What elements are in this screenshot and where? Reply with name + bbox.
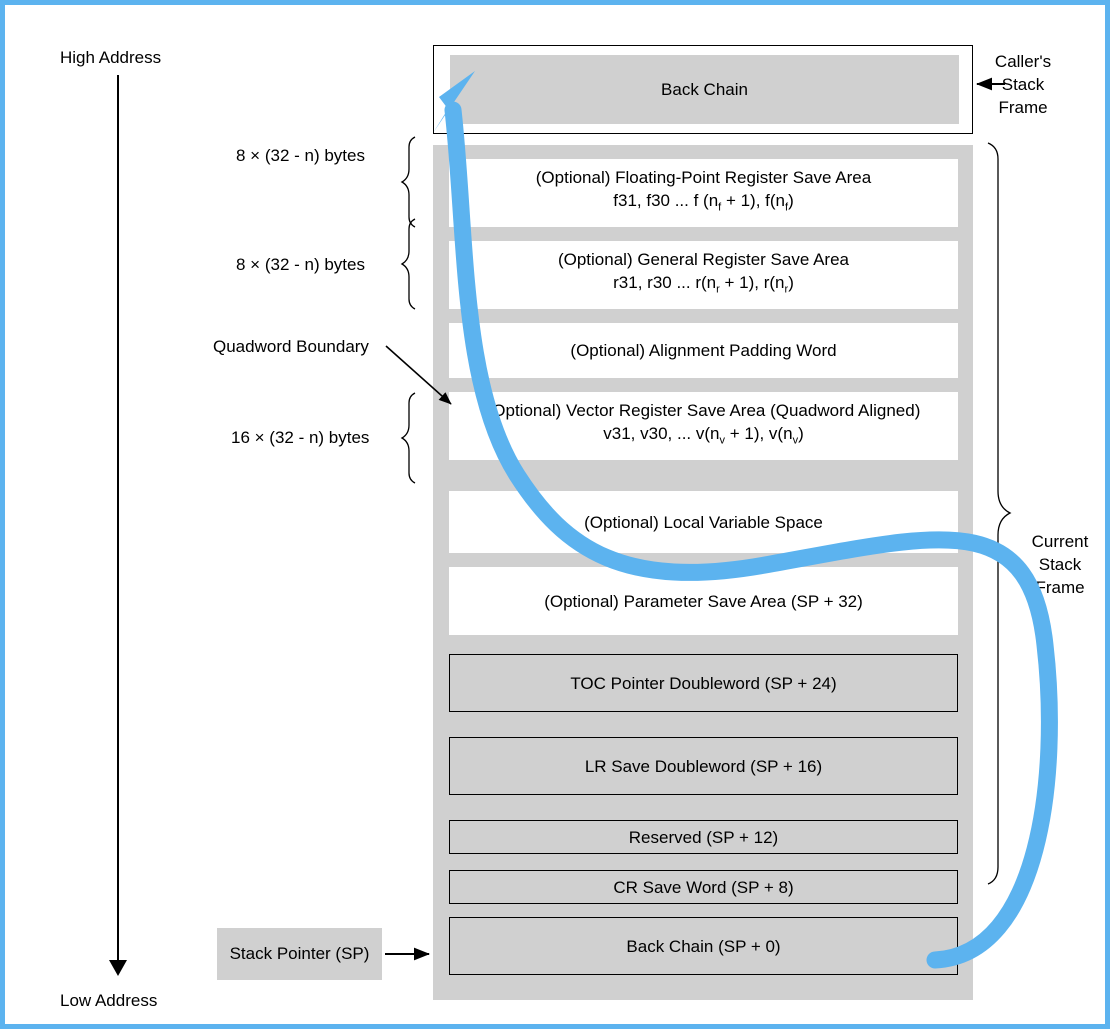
address-axis-line [117, 75, 119, 965]
slot-lr-save-doubleword: LR Save Doubleword (SP + 16) [449, 737, 958, 795]
brace-gpr-save-area [400, 218, 416, 310]
slot-parameter-save-area: (Optional) Parameter Save Area (SP + 32) [449, 567, 958, 635]
callers-stack-frame-label: Caller's Stack Frame [995, 50, 1051, 119]
slot-label-primary: (Optional) General Register Save Area [557, 250, 850, 270]
annotation-gpr-bytes: 8 × (32 - n) bytes [236, 255, 365, 274]
slot-label-primary: TOC Pointer Doubleword (SP + 24) [570, 673, 837, 693]
slot-toc-pointer-doubleword: TOC Pointer Doubleword (SP + 24) [449, 654, 958, 712]
slot-floating-point-register-save-area: (Optional) Floating-Point Register Save … [449, 159, 958, 227]
slot-back-chain-caller: Back Chain [450, 55, 959, 124]
slot-label: Back Chain [661, 79, 748, 99]
slot-general-register-save-area: (Optional) General Register Save Area r31… [449, 241, 958, 309]
current-frame-line-1: Current [1031, 532, 1089, 551]
slot-label-primary: LR Save Doubleword (SP + 16) [584, 756, 823, 776]
slot-alignment-padding-word: (Optional) Alignment Padding Word [449, 323, 958, 378]
annotation-fpr-bytes: 8 × (32 - n) bytes [236, 146, 365, 165]
brace-current-stack-frame [987, 142, 1012, 885]
slot-label-registers: v31, v30, ... v(nv + 1), v(nv) [603, 424, 804, 447]
callers-frame-line-1: Caller's [994, 52, 1052, 71]
brace-vector-save-area [400, 392, 416, 484]
current-frame-line-3: Frame [1035, 578, 1085, 597]
slot-label-primary: Reserved (SP + 12) [628, 827, 779, 847]
address-axis-arrowhead [109, 960, 127, 976]
slot-reserved: Reserved (SP + 12) [449, 820, 958, 854]
callers-frame-line-3: Frame [998, 98, 1048, 117]
stack-pointer-box: Stack Pointer (SP) [217, 928, 382, 980]
slot-label-primary: (Optional) Floating-Point Register Save … [535, 168, 872, 188]
slot-cr-save-word: CR Save Word (SP + 8) [449, 870, 958, 904]
slot-label-primary: (Optional) Alignment Padding Word [570, 341, 837, 360]
slot-label-registers: r31, r30 ... r(nr + 1), r(nr) [613, 273, 794, 296]
slot-label-primary: CR Save Word (SP + 8) [613, 877, 794, 897]
brace-fpr-save-area [400, 136, 416, 228]
callers-frame-line-2: Stack [1001, 75, 1045, 94]
current-stack-frame: (Optional) Floating-Point Register Save … [433, 145, 973, 1000]
current-stack-frame-label: Current Stack Frame [1032, 530, 1089, 599]
callers-stack-frame: Back Chain [433, 45, 973, 134]
slot-label-primary: Back Chain (SP + 0) [626, 936, 781, 956]
slot-back-chain-sp0: Back Chain (SP + 0) [449, 917, 958, 975]
slot-label-primary: (Optional) Vector Register Save Area (Qu… [486, 401, 921, 421]
annotation-quadword-boundary: Quadword Boundary [213, 337, 369, 356]
high-address-label: High Address [60, 48, 162, 67]
slot-label-registers: f31, f30 ... f (nf + 1), f(nf) [613, 191, 794, 214]
slot-label-primary: (Optional) Local Variable Space [584, 512, 823, 532]
stack-pointer-label: Stack Pointer (SP) [229, 944, 370, 963]
slot-vector-register-save-area: (Optional) Vector Register Save Area (Qu… [449, 392, 958, 460]
current-frame-line-2: Stack [1038, 555, 1082, 574]
annotation-vector-bytes: 16 × (32 - n) bytes [231, 428, 370, 447]
low-address-label: Low Address [60, 991, 158, 1010]
slot-local-variable-space: (Optional) Local Variable Space [449, 491, 958, 553]
slot-label-primary: (Optional) Parameter Save Area (SP + 32) [544, 591, 863, 611]
